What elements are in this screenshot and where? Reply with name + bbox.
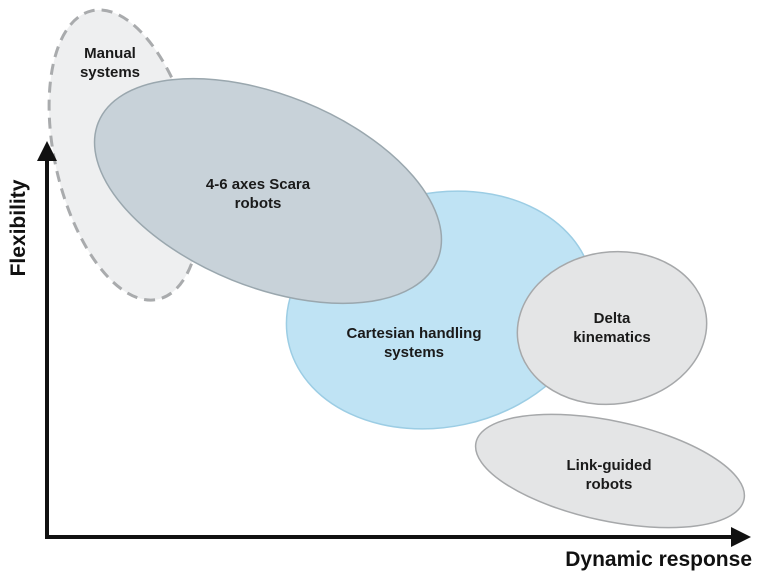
cartesian-handling-label-line1: Cartesian handling [346,325,481,342]
scara-robots-region [93,77,443,305]
scara-robots-label-line2: robots [235,195,282,212]
y-axis-label: Flexibility [7,179,30,276]
manual-systems-label-line2: systems [80,64,140,81]
x-axis-label: Dynamic response [565,548,752,571]
delta-kinematics-region [516,250,708,406]
scara-robots-label-line1: 4-6 axes Scara [206,176,311,193]
cartesian-handling-label-line2: systems [384,344,444,361]
manual-systems-label-line1: Manual [84,45,136,62]
delta-kinematics-label-line2: kinematics [573,329,651,346]
link-guided-robots-label-line1: Link-guided [567,457,652,474]
delta-kinematics-label-line1: Delta [594,310,631,327]
link-guided-robots-label-line2: robots [586,476,633,493]
link-guided-robots-region [474,413,746,529]
